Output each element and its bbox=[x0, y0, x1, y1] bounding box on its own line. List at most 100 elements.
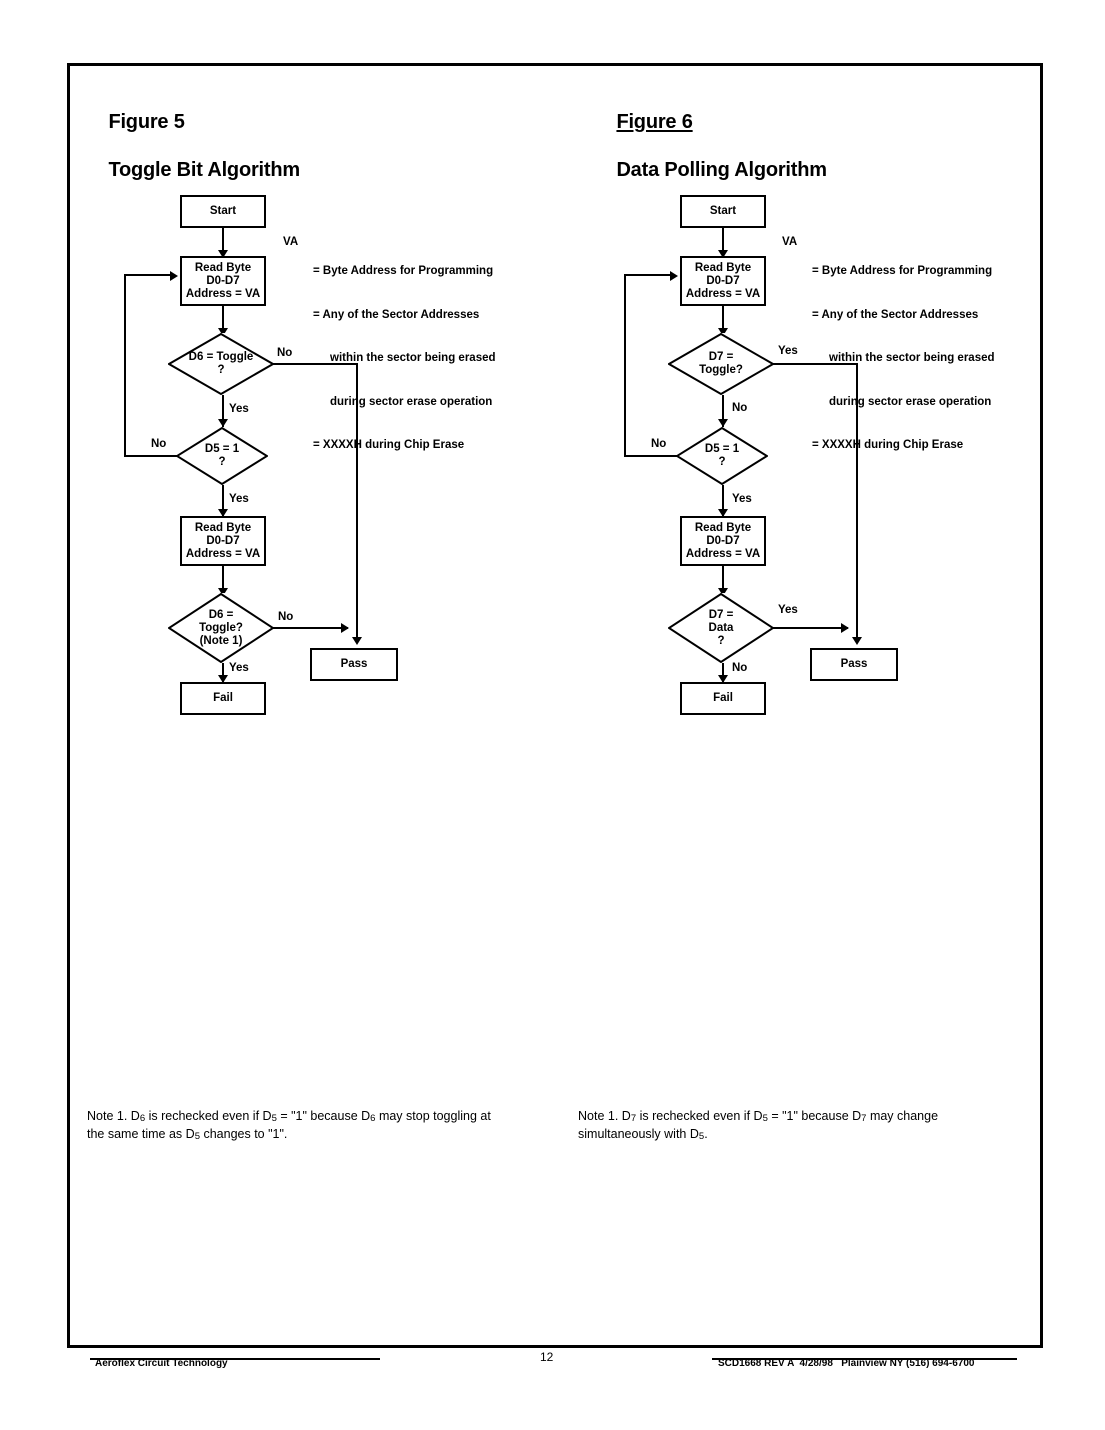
figure-6-edge-d1-yes-horizontal bbox=[772, 363, 858, 365]
figure-5-legend-line-5: = XXXXH during Chip Erase bbox=[313, 439, 465, 451]
figure-5-arrowhead-fail bbox=[218, 675, 228, 683]
figure-5-arrowhead-d2 bbox=[218, 419, 228, 427]
figure-5-decision-1-label: D6 = Toggle ? bbox=[188, 351, 254, 376]
figure-5-node-decision-1: D6 = Toggle ? bbox=[168, 333, 274, 395]
figure-5-node-read-byte-1: Read Byte D0-D7 Address = VA bbox=[180, 256, 266, 306]
figure-6-edge-d3-no bbox=[722, 663, 724, 683]
figure-5-node-read-byte-2: Read Byte D0-D7 Address = VA bbox=[180, 516, 266, 566]
figure-6-legend-line-3: within the sector being erased bbox=[829, 352, 995, 364]
figure-5-edge-d2-no-vertical bbox=[124, 274, 126, 457]
figure-6-title-line2: Data Polling Algorithm bbox=[616, 159, 827, 181]
figure-5-legend-line-3: within the sector being erased bbox=[330, 352, 496, 364]
figure-6-arrowhead-d2 bbox=[718, 419, 728, 427]
figure-6-edge-label-d1-no: No bbox=[732, 402, 748, 414]
diamond-shape-icon bbox=[168, 333, 274, 395]
figure-5-node-fail: Fail bbox=[180, 682, 266, 715]
figure-5-edge-d1-no-horizontal bbox=[272, 363, 358, 365]
figure-6-edge-label-d2-yes: Yes bbox=[732, 493, 752, 505]
figure-5-arrowhead-d3 bbox=[218, 588, 228, 596]
figure-6-decision-3-label: D7 = Data ? bbox=[708, 608, 734, 647]
figure-6-node-decision-1: D7 = Toggle? bbox=[668, 333, 774, 395]
figure-6-arrowhead-d1 bbox=[718, 328, 728, 336]
figure-6-node-start: Start bbox=[680, 195, 766, 228]
figure-6-note-mid2: = "1" because D bbox=[767, 1109, 862, 1123]
figure-6-decision-1-label: D7 = Toggle? bbox=[699, 351, 743, 376]
figure-6-decision-2-label: D5 = 1 ? bbox=[704, 443, 740, 468]
figure-6-edge-d2-yes bbox=[722, 485, 724, 517]
figure-5-title-line2: Toggle Bit Algorithm bbox=[108, 159, 300, 181]
figure-5-note-1: Note 1. D6 is rechecked even if D5 = "1"… bbox=[87, 1108, 507, 1144]
figure-6-edge-label-d3-yes: Yes bbox=[778, 604, 798, 616]
figure-5-note-mid1: is rechecked even if D bbox=[145, 1109, 272, 1123]
figure-6-legend-line-2: = Any of the Sector Addresses bbox=[812, 308, 979, 321]
footer-company-name: Aeroflex Circuit Technology bbox=[95, 1358, 228, 1369]
figure-5-note-prefix: Note 1. D bbox=[87, 1109, 140, 1123]
figure-6-edge-label-d2-no: No bbox=[651, 438, 667, 450]
footer-right-rule bbox=[712, 1358, 1017, 1360]
figure-5-edge-d3-no-horizontal bbox=[272, 627, 348, 629]
figure-5-legend-line-4: during sector erase operation bbox=[330, 395, 493, 408]
figure-5-edge-label-d2-yes: Yes bbox=[229, 493, 249, 505]
figure-6-edge-d1-no bbox=[722, 395, 724, 427]
figure-6-arrowhead-d3 bbox=[718, 588, 728, 596]
figure-6-edge-d2-no-vertical bbox=[624, 274, 626, 457]
figure-6-arrowhead-fail bbox=[718, 675, 728, 683]
figure-5-decision-3-label: D6 = Toggle? (Note 1) bbox=[199, 608, 243, 647]
diamond-shape-icon bbox=[668, 333, 774, 395]
figure-6-note-suffix: . bbox=[704, 1127, 708, 1141]
figure-5-edge-d3-yes bbox=[222, 663, 224, 683]
figure-6-node-decision-2: D5 = 1 ? bbox=[676, 427, 768, 485]
figure-5-edge-d1-no-vertical bbox=[356, 363, 358, 643]
diamond-shape-icon bbox=[676, 427, 768, 485]
figure-5-legend-line-2: = Any of the Sector Addresses bbox=[313, 308, 480, 321]
figure-6-edge-label-d1-yes: Yes bbox=[778, 345, 798, 357]
figure-5-note-sub4: 5 bbox=[194, 1131, 200, 1142]
figure-6-note-1: Note 1. D7 is rechecked even if D5 = "1"… bbox=[578, 1108, 978, 1144]
page-number: 12 bbox=[540, 1350, 554, 1364]
figure-6-legend-line-1: = Byte Address for Programming bbox=[812, 265, 993, 277]
figure-5-edge-label-d1-no: No bbox=[277, 347, 293, 359]
figure-5-node-decision-2: D5 = 1 ? bbox=[176, 427, 268, 485]
footer-left-rule bbox=[90, 1358, 380, 1360]
figure-6-title: Figure 6 Data Polling Algorithm bbox=[595, 86, 827, 206]
figure-5-note-mid2: = "1" because D bbox=[276, 1109, 371, 1123]
figure-5-edge-read2-to-d3 bbox=[222, 566, 224, 596]
diamond-shape-icon bbox=[668, 593, 774, 663]
figure-5-edge-label-d2-no: No bbox=[151, 438, 167, 450]
figure-5-title-line1: Figure 5 bbox=[108, 111, 185, 133]
figure-5-edge-d2-yes bbox=[222, 485, 224, 517]
figure-5-note-sub2: 5 bbox=[271, 1113, 277, 1124]
figure-6-edge-d2-no-horizontal-out bbox=[624, 455, 678, 457]
figure-6-arrowhead-feedback bbox=[670, 271, 678, 281]
figure-5-decision-2-label: D5 = 1 ? bbox=[204, 443, 240, 468]
figure-5-va-legend: VA = Byte Address for Programming = Any … bbox=[283, 235, 496, 451]
figure-6-edge-read2-to-d3 bbox=[722, 566, 724, 596]
figure-5-note-mid3: may stop toggling at the same time as D bbox=[87, 1109, 491, 1141]
figure-5-arrowhead-feedback bbox=[170, 271, 178, 281]
figure-6-legend-line-5: = XXXXH during Chip Erase bbox=[812, 439, 964, 451]
diamond-shape-icon bbox=[168, 593, 274, 663]
figure-5-edge-label-d3-no: No bbox=[278, 611, 294, 623]
figure-6-legend-line-4: during sector erase operation bbox=[829, 395, 992, 408]
figure-6-edge-read1-to-d1 bbox=[722, 306, 724, 336]
figure-6-node-read-byte-1: Read Byte D0-D7 Address = VA bbox=[680, 256, 766, 306]
figure-5-edge-label-d1-yes: Yes bbox=[229, 403, 249, 415]
figure-6-note-sub3: 7 bbox=[861, 1113, 867, 1124]
figure-6-node-pass: Pass bbox=[810, 648, 898, 681]
figure-6-note-sub2: 5 bbox=[762, 1113, 768, 1124]
figure-6-node-decision-3: D7 = Data ? bbox=[668, 593, 774, 663]
diamond-shape-icon bbox=[176, 427, 268, 485]
figure-5-edge-d2-no-horizontal-in bbox=[124, 274, 172, 276]
figure-6-arrowhead-d3-yes bbox=[841, 623, 849, 633]
figure-6-note-sub1: 7 bbox=[630, 1113, 637, 1124]
figure-6-title-line1: Figure 6 bbox=[616, 111, 693, 133]
figure-5-edge-label-d3-yes: Yes bbox=[229, 662, 249, 674]
figure-6-note-mid3: may change simultaneously with D bbox=[578, 1109, 939, 1141]
figure-6-edge-d1-yes-vertical bbox=[856, 363, 858, 643]
figure-5-legend-line-1: = Byte Address for Programming bbox=[313, 265, 494, 277]
figure-5-edge-read1-to-d1 bbox=[222, 306, 224, 336]
figure-6-arrowhead-read2 bbox=[718, 509, 728, 517]
figure-5-arrowhead-read1 bbox=[218, 250, 228, 258]
footer-document-id: SCD1668 REV A 4/28/98 Plainview NY (516)… bbox=[718, 1358, 975, 1369]
